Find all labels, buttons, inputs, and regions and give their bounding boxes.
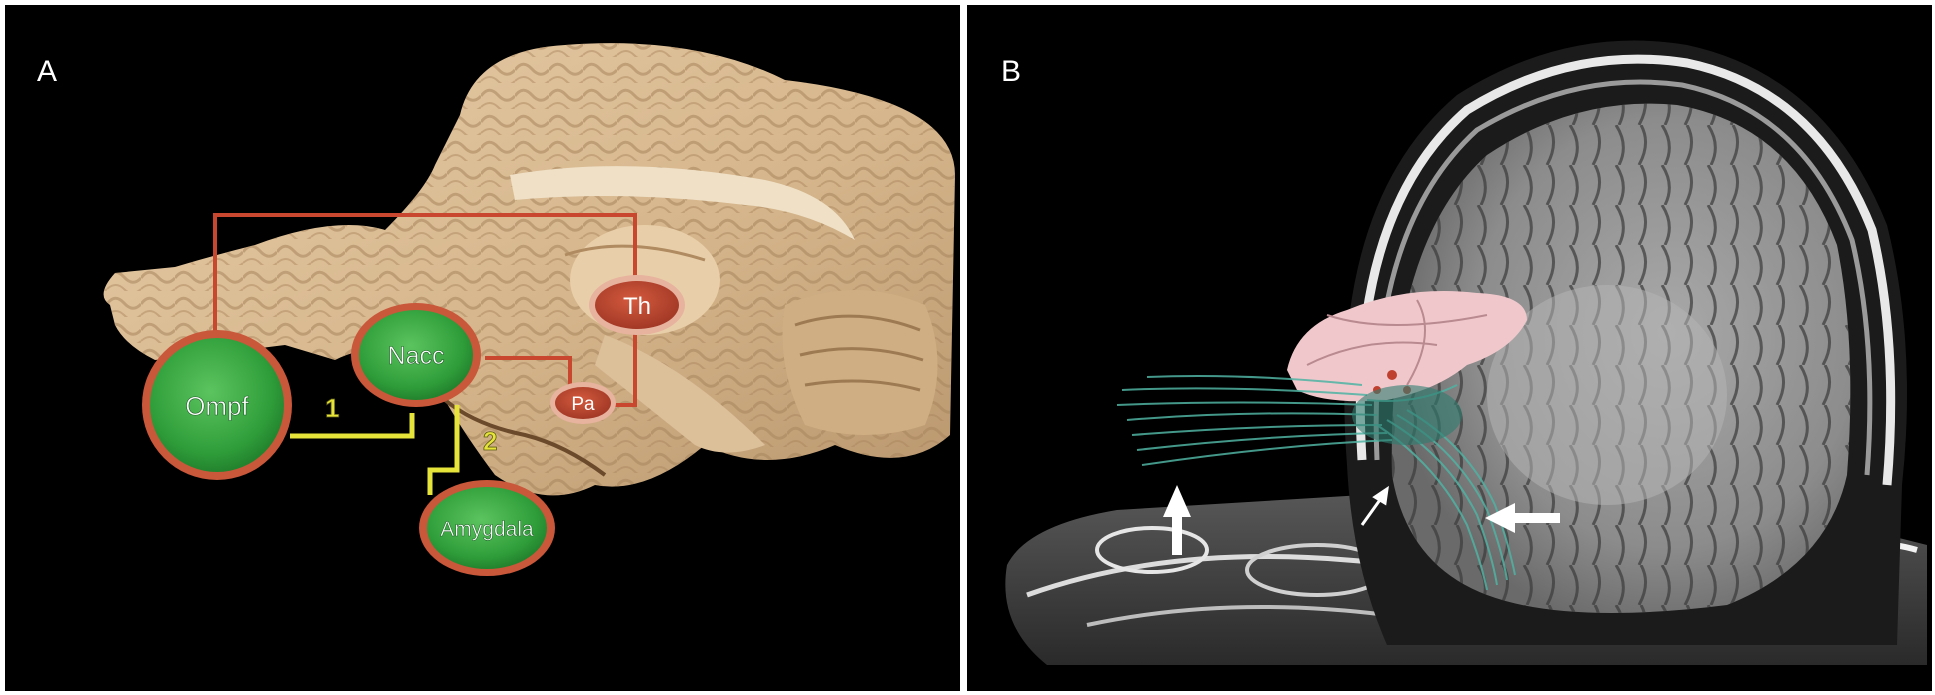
pathway-label-2: 2 [483,426,497,456]
node-pa-label: Pa [571,394,595,415]
panel-a: 1 2 Ompf Nacc Th Pa A [5,5,960,691]
node-th-label: Th [623,293,651,320]
pathway-2-line [430,405,457,495]
panel-a-figure: 1 2 Ompf Nacc Th Pa A [5,5,960,691]
panel-b: B [967,5,1932,691]
node-nacc-label: Nacc [388,342,445,370]
node-ompf-label: Ompf [185,391,249,421]
panel-a-label: A [37,55,57,89]
node-amygdala: Amygdala [419,480,555,576]
tract-core [1352,385,1462,445]
node-ompf: Ompf [142,330,292,480]
pathway-label-1: 1 [325,393,339,423]
node-amygdala-label: Amygdala [440,518,534,541]
panel-b-label: B [1001,55,1021,89]
mri-figure [967,5,1932,691]
node-nacc: Nacc [351,303,481,407]
yellow-pathways [290,405,457,495]
pathway-1-line [290,413,412,436]
panel-divider [961,0,966,695]
node-pa: Pa [550,382,616,424]
node-th: Th [589,275,685,335]
